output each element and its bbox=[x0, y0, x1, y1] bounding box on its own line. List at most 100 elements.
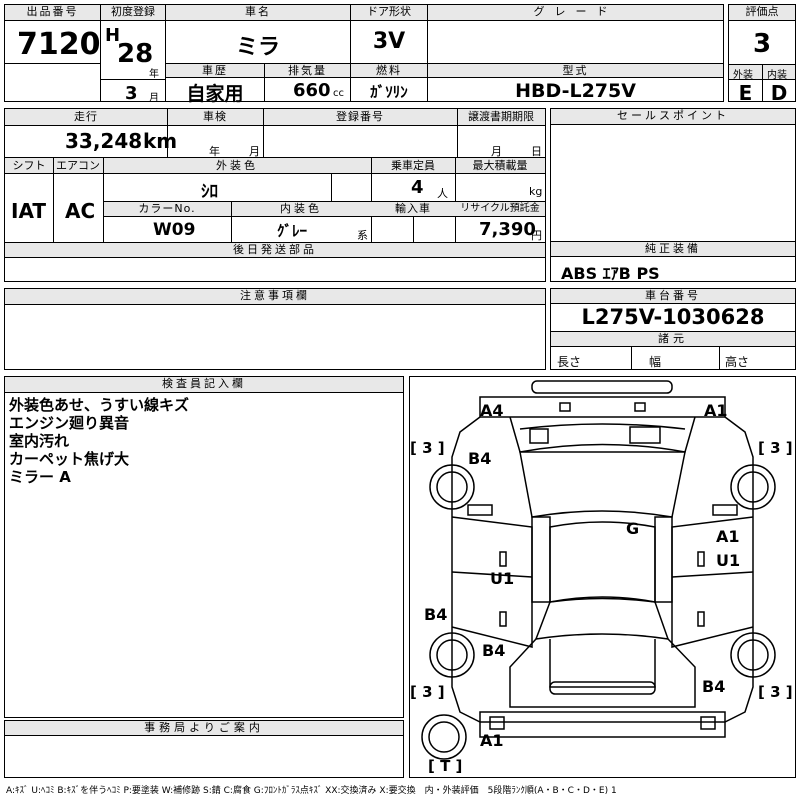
inspector-note: エンジン廻り異音 bbox=[9, 414, 130, 432]
chassis-label: 車台番号 bbox=[551, 289, 795, 304]
recycle-value: 7,390 bbox=[479, 219, 536, 240]
max-load-unit: kg bbox=[529, 185, 543, 198]
mileage-unit: km bbox=[143, 129, 178, 153]
model-box: 型式 HBD-L275V bbox=[427, 63, 724, 102]
score-box: 評価点 3 外装 内装 E D bbox=[728, 4, 796, 105]
month-unit: 月 bbox=[149, 93, 159, 104]
import-label: 輸入車 bbox=[395, 202, 431, 215]
equipment-label: 純正装備 bbox=[551, 242, 795, 257]
month-value: 3 bbox=[125, 83, 138, 104]
damage-mark: B4 bbox=[424, 605, 448, 624]
score-value: 3 bbox=[752, 29, 772, 59]
displacement-unit: cc bbox=[333, 88, 344, 99]
year-unit: 年 bbox=[149, 69, 159, 80]
fuel-box: 燃料 ｶﾞｿﾘﾝ bbox=[350, 63, 428, 102]
capacity-value: 4 bbox=[411, 177, 424, 198]
aircon-label: エアコン bbox=[56, 159, 100, 172]
specs-label: 諸元 bbox=[658, 332, 688, 345]
ext-score-label: 外装 bbox=[733, 70, 753, 81]
damage-mark: G bbox=[626, 519, 640, 538]
tire-grade: [ 3 ] bbox=[410, 683, 445, 701]
color-no-value: W09 bbox=[153, 220, 196, 240]
damage-mark: A1 bbox=[480, 731, 504, 750]
damage-mark: B4 bbox=[702, 677, 726, 696]
fuel-label: 燃料 bbox=[351, 64, 427, 78]
door-value: 3V bbox=[372, 29, 406, 54]
shift-label: シフト bbox=[12, 159, 46, 172]
inspection-label: 車検 bbox=[203, 110, 227, 123]
first-registration-box: 初度登録 H 28 年 3 月 bbox=[100, 4, 166, 104]
lot-number-label: 出品番号 bbox=[5, 5, 100, 21]
info-grid: 走行 車検 登録番号 譲渡書期期限 33,248 km 年 月 月 日 シフト … bbox=[4, 108, 546, 282]
max-load-label: 最大積載量 bbox=[472, 159, 528, 172]
tire-grade: [ T ] bbox=[428, 757, 463, 775]
damage-mark: A1 bbox=[716, 527, 740, 546]
equipment-value: ABS ｴｱB PS bbox=[561, 264, 660, 283]
inspection-year-unit: 年 bbox=[209, 145, 220, 158]
inspector-note: 外装色あせ、うすい線キズ bbox=[9, 396, 190, 414]
transfer-month-unit: 月 bbox=[491, 145, 502, 158]
aircon-value: AC bbox=[65, 199, 96, 223]
caution-label: 注意事項欄 bbox=[5, 289, 545, 305]
inspection-month-unit: 月 bbox=[249, 145, 260, 158]
inspector-note: カーペット焦げ大 bbox=[9, 450, 130, 468]
car-name-box: 車名 ミラ bbox=[165, 4, 351, 64]
transfer-day-unit: 日 bbox=[531, 145, 542, 158]
car-name-label: 車名 bbox=[166, 5, 350, 21]
damage-mark: A1 bbox=[704, 401, 728, 420]
damage-mark: A4 bbox=[480, 401, 504, 420]
damage-mark: B4 bbox=[482, 641, 506, 660]
history-label: 車歴 bbox=[166, 64, 264, 78]
chassis-box: 車台番号 L275V-1030628 諸元 長さ 幅 高さ bbox=[550, 288, 796, 370]
color-no-label: カラーNo. bbox=[138, 202, 196, 215]
year-value: 28 bbox=[117, 39, 154, 69]
door-label: ドア形状 bbox=[351, 5, 427, 21]
transfer-label: 譲渡書期期限 bbox=[468, 110, 534, 123]
legend-text: A:ｷｽﾞ U:ﾍｺﾐ B:ｷｽﾞを伴うﾍｺﾐ P:要塗装 W:補修跡 S:錆 … bbox=[6, 786, 617, 796]
chassis-value: L275V-1030628 bbox=[581, 305, 765, 329]
history-value: 自家用 bbox=[186, 83, 244, 105]
damage-mark: U1 bbox=[716, 551, 741, 570]
damage-mark: U1 bbox=[490, 569, 515, 588]
office-label: 事務局よりご案内 bbox=[5, 721, 403, 736]
car-diagram-icon bbox=[421, 380, 776, 760]
displacement-value: 660 bbox=[293, 80, 331, 101]
damage-mark: B4 bbox=[468, 449, 492, 468]
displacement-box: 排気量 660 cc bbox=[264, 63, 351, 102]
specs-height: 高さ bbox=[725, 355, 750, 369]
score-label: 評価点 bbox=[729, 5, 795, 21]
sales-point-label: セールスポイント bbox=[551, 109, 795, 125]
grade-box: グレード bbox=[427, 4, 724, 64]
tire-grade: [ 3 ] bbox=[758, 683, 793, 701]
office-box: 事務局よりご案内 bbox=[4, 720, 404, 778]
grade-label: グレード bbox=[428, 5, 723, 21]
ext-color-label: 外装色 bbox=[216, 159, 258, 172]
int-score-label: 内装 bbox=[767, 70, 787, 81]
lot-number-value: 7120 bbox=[17, 27, 101, 62]
era-value: H bbox=[105, 25, 121, 46]
displacement-label: 排気量 bbox=[265, 64, 350, 78]
mileage-label: 走行 bbox=[74, 110, 98, 123]
history-box: 車歴 自家用 bbox=[165, 63, 265, 105]
specs-length: 長さ bbox=[557, 355, 582, 369]
inspector-note: 室内汚れ bbox=[9, 432, 70, 450]
int-score-value: D bbox=[770, 81, 788, 105]
equipment-box: 純正装備 ABS ｴｱB PS bbox=[550, 241, 796, 283]
specs-width: 幅 bbox=[649, 355, 662, 369]
later-parts-label: 後日発送部品 bbox=[233, 243, 317, 256]
reg-no-label: 登録番号 bbox=[336, 110, 384, 123]
int-color-label: 内装色 bbox=[280, 202, 322, 215]
recycle-unit: 円 bbox=[531, 229, 542, 242]
first-registration-label: 初度登録 bbox=[101, 5, 165, 21]
ext-color-value: ｼﾛ bbox=[201, 182, 218, 202]
recycle-label: リサイクル預託金 bbox=[460, 203, 540, 214]
caution-box: 注意事項欄 bbox=[4, 288, 546, 370]
tire-grade: [ 3 ] bbox=[410, 439, 445, 457]
car-diagram-box: A4 A1 B4 G A1 U1 U1 B4 B4 B4 A1 [ 3 ] [ … bbox=[409, 376, 796, 778]
sales-point-box: セールスポイント bbox=[550, 108, 796, 256]
mileage-value: 33,248 bbox=[65, 129, 143, 153]
capacity-label: 乗車定員 bbox=[391, 159, 435, 172]
lot-number-box: 出品番号 7120 bbox=[4, 4, 101, 102]
int-color-suffix: 系 bbox=[357, 229, 368, 242]
car-name-value: ミラ bbox=[235, 35, 280, 60]
